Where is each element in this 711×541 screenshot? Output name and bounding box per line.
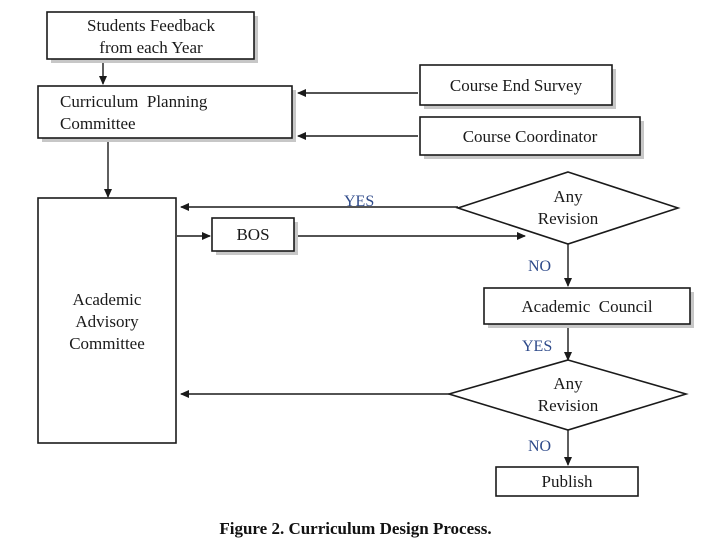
node-label: Publish <box>541 472 593 491</box>
node-label: Any <box>553 374 583 393</box>
node-label: Advisory <box>75 312 139 331</box>
node-label: Revision <box>538 209 599 228</box>
node-label: Academic <box>73 290 142 309</box>
node-publish: Publish <box>495 466 639 497</box>
edge-label-yes-1: YES <box>344 193 374 210</box>
edges <box>99 61 572 466</box>
node-any-revision-1: Any Revision <box>455 171 681 245</box>
node-label: Committee <box>69 334 145 353</box>
node-label: Students Feedback <box>87 16 215 35</box>
node-label: from each Year <box>99 38 203 57</box>
node-academic-advisory-committee: Academic Advisory Committee <box>37 197 177 444</box>
node-course-coordinator: Course Coordinator <box>419 116 644 159</box>
node-course-end-survey: Course End Survey <box>419 64 616 109</box>
edge-label-no-1: NO <box>528 258 551 275</box>
node-label: BOS <box>236 225 269 244</box>
edge-label-yes-2: YES <box>522 338 552 355</box>
node-academic-council: Academic Council <box>483 287 694 328</box>
node-label: Any <box>553 187 583 206</box>
flowchart: Students Feedback from each Year Curricu… <box>37 11 694 497</box>
node-label: Course Coordinator <box>463 127 598 146</box>
node-label: Revision <box>538 396 599 415</box>
edge-label-no-2: NO <box>528 438 551 455</box>
node-curriculum-planning-committee: Curriculum Planning Committee <box>37 85 296 142</box>
node-bos: BOS <box>211 217 298 255</box>
node-any-revision-2: Any Revision <box>446 359 689 431</box>
node-label: Committee <box>60 114 136 133</box>
node-label: Curriculum Planning <box>60 92 208 111</box>
node-label: Course End Survey <box>450 76 583 95</box>
node-students-feedback: Students Feedback from each Year <box>46 11 258 63</box>
node-label: Academic Council <box>521 297 653 316</box>
figure-caption: Figure 2. Curriculum Design Process. <box>219 519 492 538</box>
